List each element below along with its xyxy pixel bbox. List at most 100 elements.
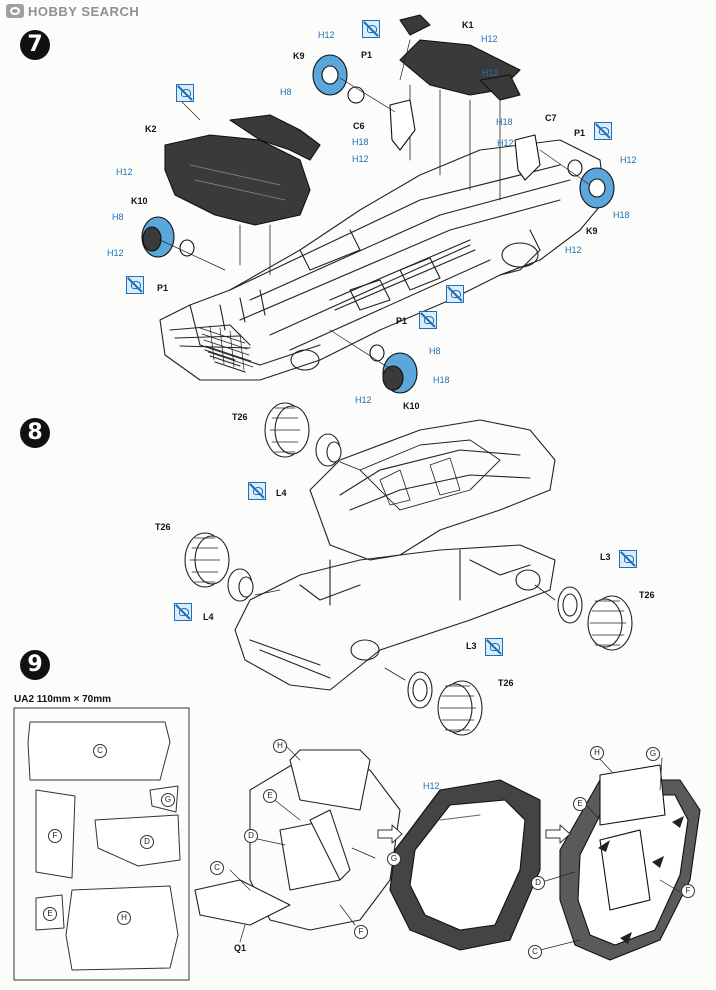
mask-sheet-title: UA2 110mm × 70mm bbox=[14, 694, 112, 705]
part-label-t26-b: T26 bbox=[155, 522, 171, 532]
watermark: HOBBY SEARCH bbox=[6, 3, 139, 19]
step-number-9: 9 bbox=[20, 650, 50, 680]
no-paint-icon bbox=[176, 84, 194, 102]
part-label-k10-right: K10 bbox=[403, 401, 420, 411]
rear-grille bbox=[199, 325, 254, 371]
color-chip-h18: H18 bbox=[496, 117, 513, 127]
no-paint-icon bbox=[594, 122, 612, 140]
wheel-k9-right bbox=[579, 167, 615, 209]
part-label-t26-d: T26 bbox=[498, 678, 514, 688]
color-chip-h8: H8 bbox=[280, 87, 292, 97]
no-paint-icon bbox=[126, 276, 144, 294]
color-chip-h18: H18 bbox=[352, 137, 369, 147]
mask-label-d: D bbox=[531, 876, 545, 890]
mask-sheet-frame bbox=[13, 707, 190, 981]
mask-label-f: F bbox=[681, 884, 695, 898]
part-label-p1-top: P1 bbox=[361, 50, 373, 60]
color-chip-h8: H8 bbox=[112, 212, 124, 222]
step-number-7: 7 bbox=[20, 30, 50, 60]
color-chip-h8: H8 bbox=[429, 346, 441, 356]
part-k2 bbox=[164, 114, 321, 226]
color-chip-h18: H18 bbox=[613, 210, 630, 220]
mask-label-e: E bbox=[263, 789, 277, 803]
color-chip-h18: H18 bbox=[433, 375, 450, 385]
color-chip-h12: H12 bbox=[116, 167, 133, 177]
tire-t26-a bbox=[264, 402, 310, 458]
mask-label-g: G bbox=[387, 852, 401, 866]
color-chip-h12: H12 bbox=[423, 781, 440, 791]
tire-t26-c bbox=[587, 595, 633, 651]
rim-l4-a bbox=[315, 433, 342, 467]
color-chip-h12: H12 bbox=[565, 245, 582, 255]
next-step-arrow-icon bbox=[377, 824, 403, 844]
part-label-l4-b: L4 bbox=[203, 612, 214, 622]
part-label-c7: C7 bbox=[545, 113, 557, 123]
tire-t26-b bbox=[184, 532, 230, 588]
no-paint-icon bbox=[619, 550, 637, 568]
part-label-q1: Q1 bbox=[234, 943, 247, 953]
no-paint-icon bbox=[248, 482, 266, 500]
part-label-k1: K1 bbox=[462, 20, 474, 30]
mask-label-c: C bbox=[210, 861, 224, 875]
color-chip-h12: H12 bbox=[620, 155, 637, 165]
part-q1-shape bbox=[194, 879, 291, 926]
cockpit-tub-1 bbox=[194, 749, 401, 931]
mask-label-g: G bbox=[646, 747, 660, 761]
color-chip-h12: H12 bbox=[497, 138, 514, 148]
color-chip-h12: H12 bbox=[481, 34, 498, 44]
mask-label-h: H bbox=[273, 739, 287, 753]
part-label-t26-a: T26 bbox=[232, 412, 248, 422]
wheel-k9-left bbox=[312, 54, 348, 96]
part-label-l4-a: L4 bbox=[276, 488, 287, 498]
color-chip-h12: H12 bbox=[318, 30, 335, 40]
mask-label-d: D bbox=[244, 829, 258, 843]
no-paint-icon bbox=[362, 20, 380, 38]
part-label-k2: K2 bbox=[145, 124, 157, 134]
tire-t26-d bbox=[437, 680, 483, 736]
part-label-k9-right: K9 bbox=[586, 226, 598, 236]
no-paint-icon bbox=[174, 603, 192, 621]
color-chip-h12: H12 bbox=[352, 154, 369, 164]
lower-chassis bbox=[234, 544, 556, 691]
mask-label-f: F bbox=[48, 829, 62, 843]
part-k1 bbox=[399, 14, 521, 101]
chassis-frame bbox=[159, 139, 606, 381]
hobby-search-logo-icon bbox=[6, 4, 24, 18]
mask-label-c: C bbox=[528, 945, 542, 959]
watermark-text: HOBBY SEARCH bbox=[28, 3, 140, 19]
part-label-p1-bottom: P1 bbox=[396, 316, 408, 326]
rim-l3-b bbox=[407, 671, 433, 709]
step-number-8: 8 bbox=[20, 418, 50, 448]
mask-label-e: E bbox=[573, 797, 587, 811]
mask-label-e: E bbox=[43, 907, 57, 921]
mask-label-h: H bbox=[590, 746, 604, 760]
color-chip-h12: H12 bbox=[107, 248, 124, 258]
cockpit-tub-3 bbox=[559, 764, 701, 961]
part-label-k10-left: K10 bbox=[131, 196, 148, 206]
part-label-t26-c: T26 bbox=[639, 590, 655, 600]
mask-label-c: C bbox=[93, 744, 107, 758]
next-step-arrow-icon-2 bbox=[545, 824, 571, 844]
rim-l4-b bbox=[227, 568, 254, 602]
mask-label-d: D bbox=[140, 835, 154, 849]
car-body bbox=[309, 419, 556, 561]
wheel-k10-right bbox=[382, 352, 418, 394]
part-label-k9-left: K9 bbox=[293, 51, 305, 61]
color-chip-h12: H12 bbox=[355, 395, 372, 405]
wheel-k10-left bbox=[141, 216, 175, 258]
color-chip-h12: H12 bbox=[482, 68, 499, 78]
mask-h-shape bbox=[65, 885, 179, 971]
part-label-p1-right: P1 bbox=[574, 128, 586, 138]
mask-d-shape bbox=[94, 814, 181, 867]
mask-label-g: G bbox=[161, 793, 175, 807]
cockpit-tub-2 bbox=[389, 779, 541, 951]
no-paint-icon bbox=[419, 311, 437, 329]
part-label-c6: C6 bbox=[353, 121, 365, 131]
part-label-p1-left: P1 bbox=[157, 283, 169, 293]
mask-label-f: F bbox=[354, 925, 368, 939]
part-label-l3-a: L3 bbox=[600, 552, 611, 562]
rim-l3-a bbox=[557, 586, 583, 624]
part-label-l3-b: L3 bbox=[466, 641, 477, 651]
